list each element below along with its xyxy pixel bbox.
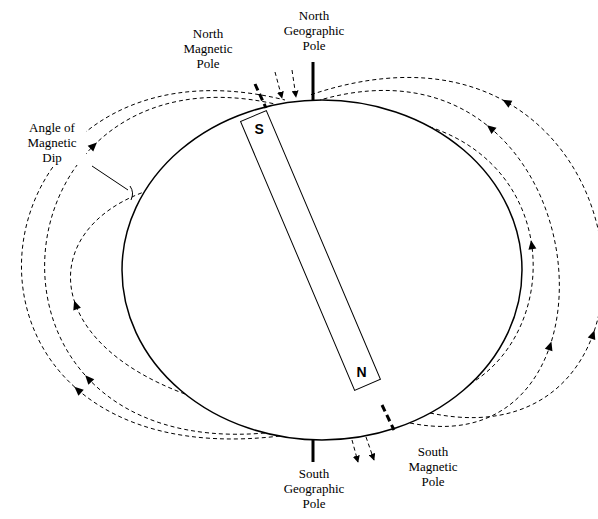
dip-angle-arc bbox=[130, 186, 132, 200]
magnetic-axis bbox=[255, 84, 266, 108]
field-arrow bbox=[352, 440, 358, 462]
pole-letter: S bbox=[254, 121, 263, 137]
geographic-axis bbox=[312, 440, 315, 462]
field-line bbox=[70, 192, 185, 394]
field-arrowhead bbox=[72, 384, 84, 396]
field-arrowhead bbox=[545, 340, 555, 351]
field-arrowhead bbox=[484, 122, 496, 134]
geographic-axis bbox=[312, 62, 315, 100]
earth-outline bbox=[122, 100, 522, 440]
pole-label: North Magnetic Pole bbox=[174, 26, 242, 71]
pole-label: South Magnetic Pole bbox=[399, 444, 467, 489]
field-arrowhead bbox=[88, 140, 100, 152]
field-arrowheads bbox=[70, 96, 598, 395]
leader-line bbox=[92, 166, 128, 190]
field-arrow bbox=[275, 72, 282, 98]
field-arrowhead bbox=[588, 329, 598, 340]
field-arrowhead bbox=[527, 240, 536, 250]
field-arrowhead bbox=[70, 299, 81, 310]
field-arrowhead bbox=[82, 373, 94, 385]
pole-label: South Geographic Pole bbox=[280, 466, 348, 511]
field-line bbox=[430, 127, 533, 384]
pole-letter: N bbox=[356, 363, 366, 379]
magnetic-axis bbox=[382, 405, 394, 430]
field-arrowhead bbox=[501, 96, 513, 107]
field-arrow bbox=[366, 437, 374, 460]
pole-label: North Geographic Pole bbox=[280, 8, 348, 53]
pole-label: Angle of Magnetic Dip bbox=[18, 120, 86, 165]
field-arrow bbox=[292, 70, 296, 97]
